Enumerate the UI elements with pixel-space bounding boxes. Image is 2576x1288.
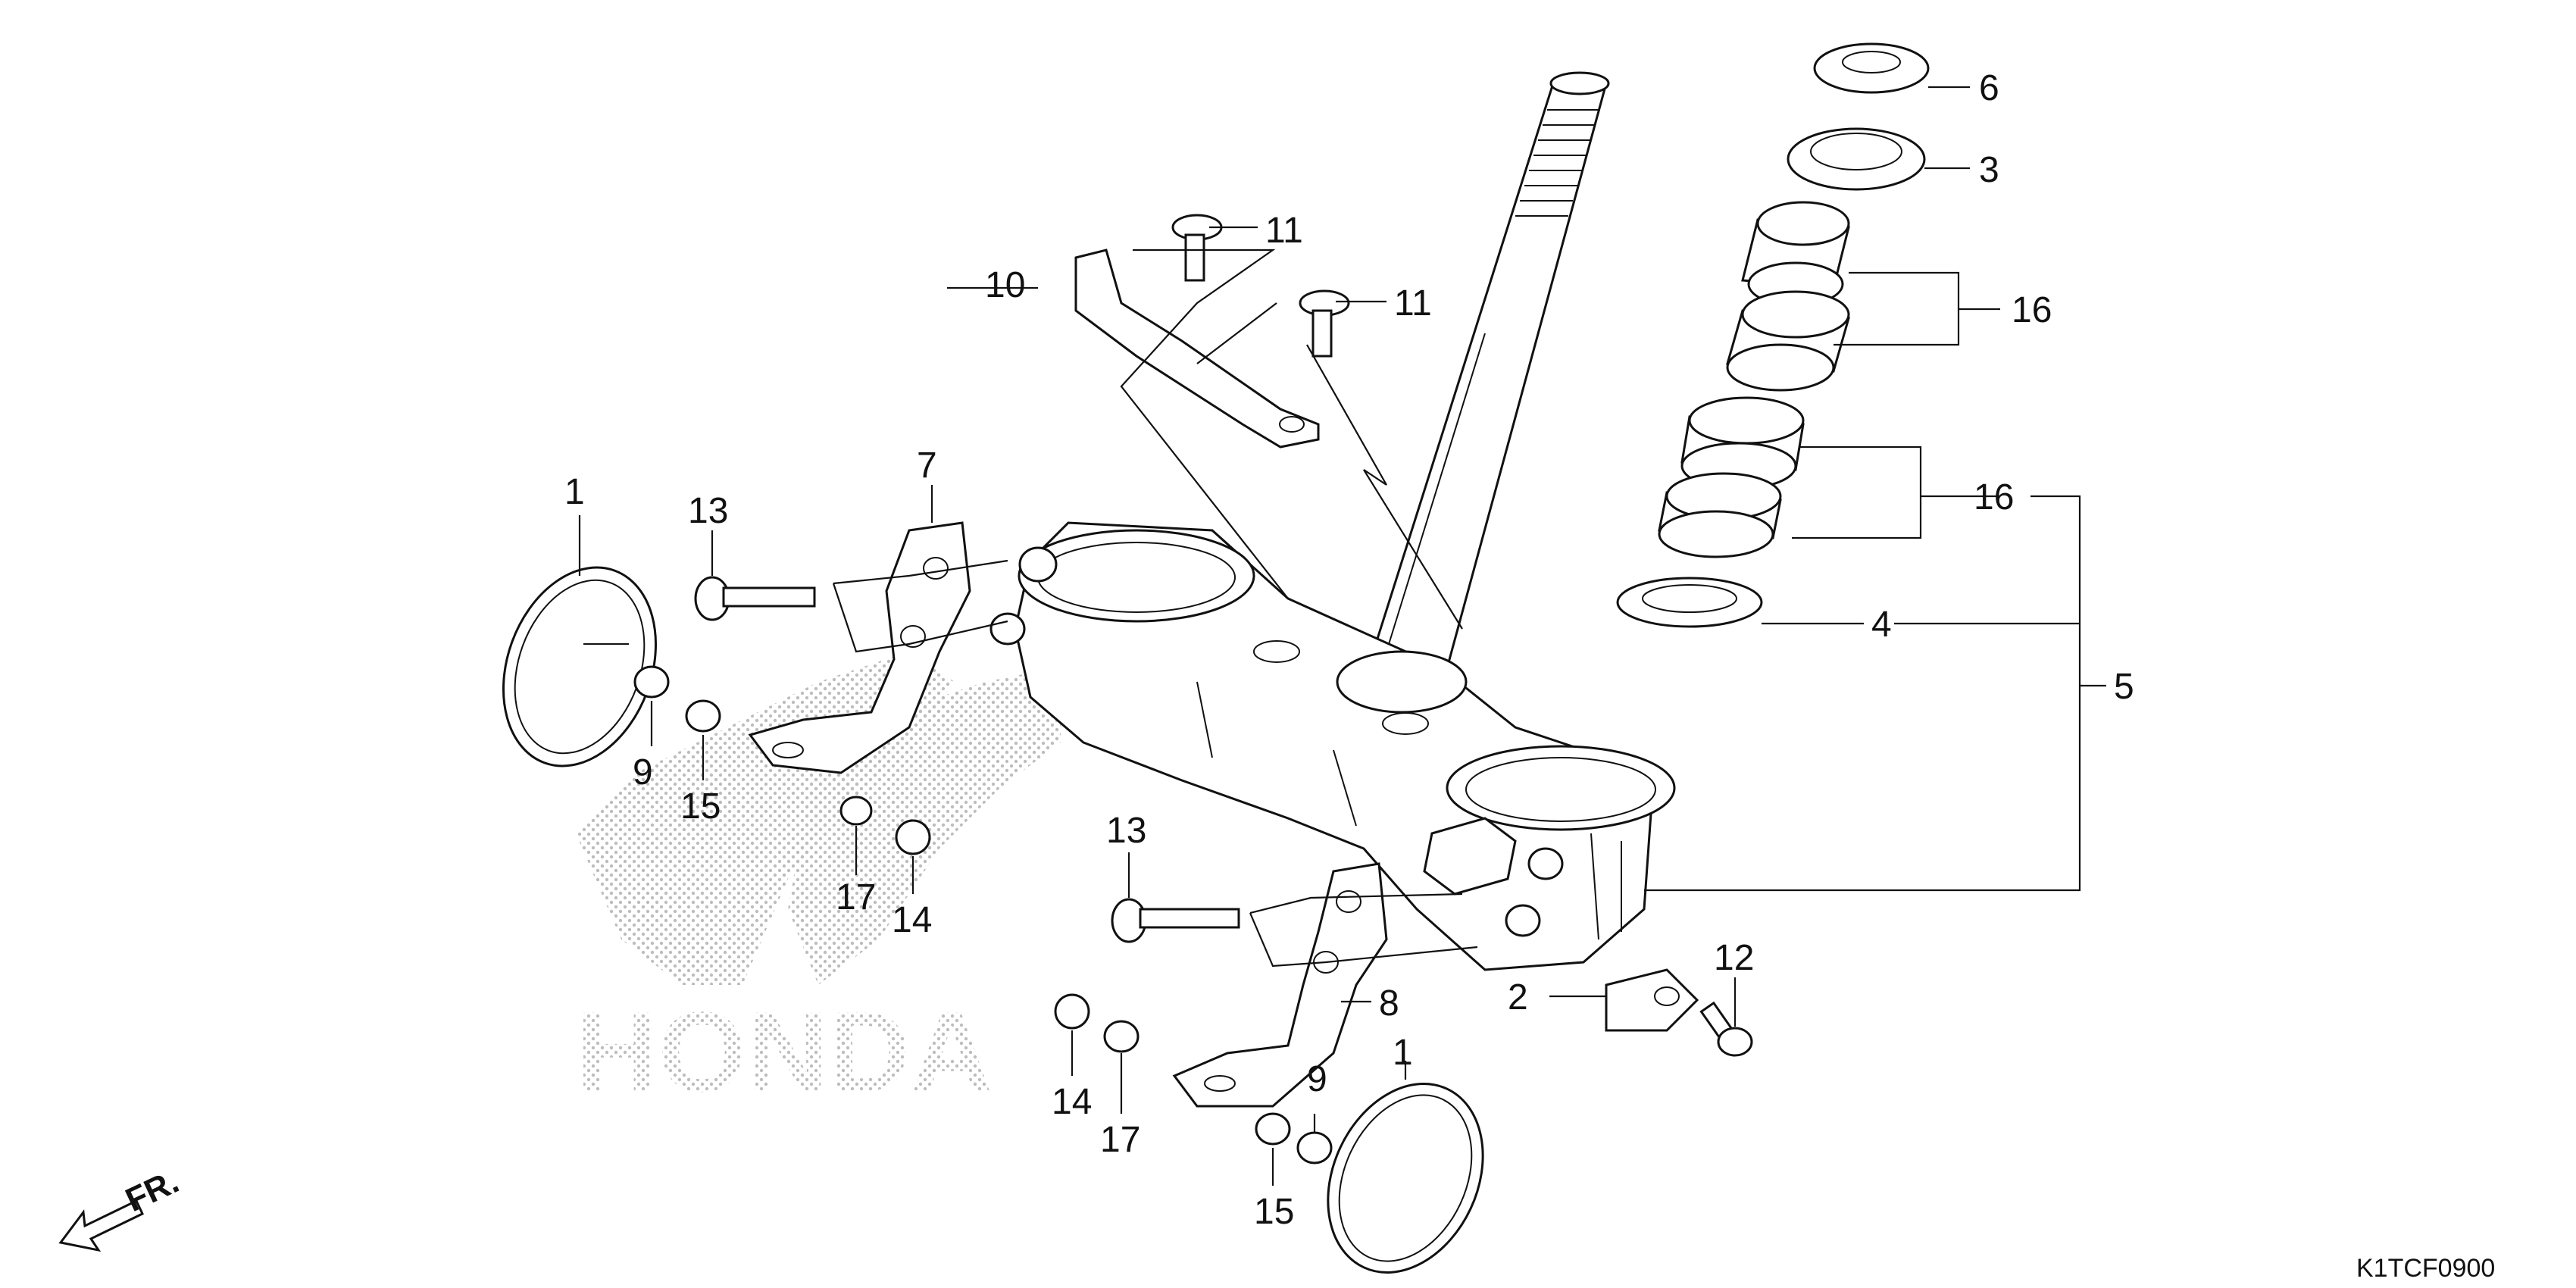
diagram-code: K1TCF0900 (2356, 1254, 2495, 1283)
callout-labels: 6 3 16 16 4 5 10 11 11 1 13 7 9 15 17 14… (564, 68, 2134, 1232)
front-arrow: FR. (58, 1163, 184, 1252)
callout-14-left: 14 (892, 900, 932, 940)
callout-6: 6 (1979, 68, 1999, 108)
callout-5: 5 (2114, 667, 2134, 707)
callout-12: 12 (1714, 938, 1754, 978)
callout-14-right: 14 (1052, 1082, 1092, 1122)
screw-11b-part (1299, 289, 1350, 358)
bottom-bridge-part (989, 521, 1676, 971)
callout-11-lower: 11 (1394, 283, 1432, 324)
callout-2: 2 (1508, 977, 1528, 1018)
right-bracket-part (1172, 862, 1388, 1108)
callout-15-left: 15 (680, 786, 721, 827)
bearing-parts (1616, 42, 1930, 628)
left-small-parts (633, 665, 931, 855)
watermark-text: HONDA (576, 988, 993, 1115)
callout-17-left: 17 (836, 877, 876, 918)
right-small-parts (1054, 993, 1333, 1165)
left-bracket-part (748, 521, 971, 774)
callout-15-right: 15 (1254, 1192, 1294, 1232)
harness-guide-part (1074, 214, 1350, 449)
leader-lines (578, 86, 2106, 1186)
callout-9-right: 9 (1307, 1059, 1327, 1099)
callout-9-left: 9 (633, 752, 653, 792)
callout-11-upper: 11 (1265, 211, 1303, 251)
callout-8: 8 (1379, 983, 1399, 1024)
steering-stem-part (1361, 71, 1610, 683)
callout-3: 3 (1979, 150, 1999, 190)
callout-1-right: 1 (1393, 1033, 1413, 1073)
callout-7: 7 (917, 445, 937, 486)
right-bolt-part (1111, 898, 1240, 943)
clamp-part (1605, 968, 1699, 1032)
callout-16-lower: 16 (1974, 477, 2014, 517)
screw-11a-part (1171, 214, 1223, 282)
callout-17-right: 17 (1100, 1120, 1140, 1160)
right-reflector-part (1327, 1083, 1484, 1274)
callout-4: 4 (1871, 605, 1892, 645)
left-bolt-part (694, 576, 816, 621)
callout-13-left: 13 (688, 491, 728, 531)
callout-13-right: 13 (1106, 811, 1146, 851)
clamp-bolt-part (1699, 1001, 1753, 1057)
callout-16-upper: 16 (2012, 290, 2052, 330)
callout-10: 10 (985, 265, 1025, 305)
callout-1-left: 1 (564, 472, 585, 512)
